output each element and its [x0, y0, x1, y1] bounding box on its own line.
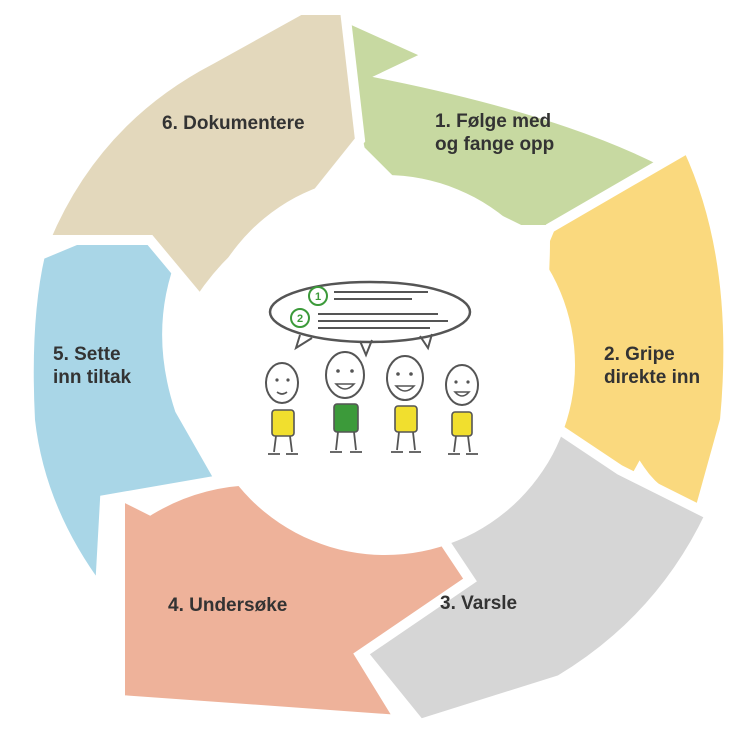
speech-bubble-tail: [294, 333, 433, 358]
step-label-6: 6. Dokumentere: [162, 113, 305, 134]
child-figure-4: [445, 364, 479, 455]
marker-1-icon: [308, 286, 328, 306]
segment-5: [23, 198, 228, 604]
step-label-1: 1. Følge med og fange opp: [435, 111, 555, 155]
marker-2-label: 2: [297, 313, 303, 325]
child-figure-3: [386, 355, 424, 453]
step-label-5: 5. Sette inn tiltak: [53, 344, 132, 388]
marker-2-icon: [290, 308, 310, 328]
step-label-3: 3. Varsle: [440, 593, 518, 614]
step-label-4: 4. Undersøke: [168, 595, 288, 616]
child-figure-2: [325, 351, 365, 453]
center-illustration: 1 2: [265, 280, 479, 455]
center-circle: [195, 175, 575, 555]
child-figure-1: [265, 362, 299, 455]
marker-1-label: 1: [315, 291, 321, 303]
step-label-2: 2. Gripe direkte inn: [604, 344, 701, 388]
